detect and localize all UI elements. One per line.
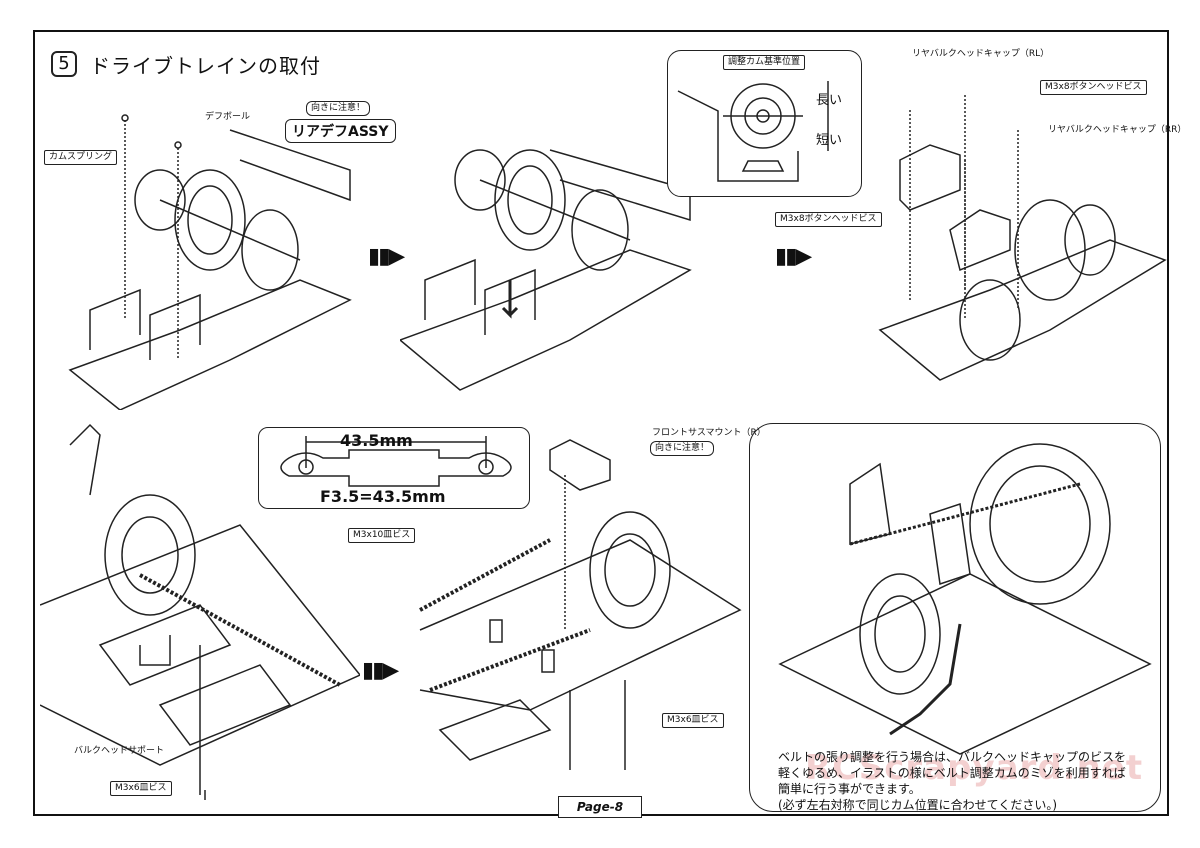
long-label: 長い (816, 93, 843, 108)
belt-adjust-note: ベルトの張り調整を行う場合は、バルクヘッドキャップのビスを 軽くゆるめ、イラスト… (778, 749, 1158, 813)
diff-ball-label: デフボール (205, 112, 251, 122)
front-sus-mount-label: フロントサスマウント（R） (652, 428, 766, 438)
button-screw-label-1: M3x8ボタンヘッドビス (1040, 80, 1147, 95)
belt-chassis-illustration (40, 423, 360, 800)
belt-adjust-inset (749, 423, 1161, 812)
step-number: 5 (51, 51, 77, 77)
direction-note-label: 向きに注意！ (306, 101, 371, 116)
dimension-value: 43.5mm (340, 431, 413, 450)
front-sus-mount-illustration (419, 439, 742, 770)
cam-ref-label: 調整カム基準位置 (723, 55, 806, 70)
short-label: 短い (816, 133, 843, 148)
dimension-box (258, 427, 530, 509)
rear-diff-illustration (68, 114, 352, 410)
bulkhead-cap-illustration (878, 95, 1167, 381)
dimension-formula: F3.5=43.5mm (320, 487, 446, 506)
flat-screw-6a-label: M3x6皿ビス (662, 713, 724, 728)
next-arrow-3: ▮▮▶ (362, 658, 399, 683)
direction-note-label-2: 向きに注意！ (650, 441, 715, 456)
flat-screw-6b-label: M3x6皿ビス (110, 781, 172, 796)
note-line-1: ベルトの張り調整を行う場合は、バルクヘッドキャップのビスを (778, 750, 1127, 764)
rear-diff-label: リアデフASSY (285, 119, 396, 143)
bulkhead-support-label: バルクヘッドサポート (74, 746, 165, 756)
flat-screw-10-label: M3x10皿ビス (348, 528, 416, 543)
note-line-3: 簡単に行う事ができます。 (778, 782, 921, 796)
step-title: ドライブトレインの取付 (90, 54, 321, 78)
note-line-4: (必ず左右対称で同じカム位置に合わせてください。) (778, 798, 1058, 812)
cam-spring-label: カムスプリング (44, 150, 118, 165)
bulkhead-cap-rr-label: リヤバルクヘッドキャップ（RR） (1048, 125, 1187, 135)
note-line-2: 軽くゆるめ、イラストの様にベルト調整カムのミゾを利用すれば (778, 766, 1126, 780)
diff-install-illustration (400, 149, 692, 391)
next-arrow-2: ▮▮▶ (775, 244, 812, 269)
cam-reference-inset: 調整カム基準位置 長い 短い (667, 50, 862, 197)
button-screw-label-2: M3x8ボタンヘッドビス (775, 212, 882, 227)
page-number: Page-8 (558, 796, 642, 818)
next-arrow-1: ▮▮▶ (368, 244, 405, 269)
bulkhead-cap-rl-label: リヤバルクヘッドキャップ（RL） (912, 49, 1050, 59)
